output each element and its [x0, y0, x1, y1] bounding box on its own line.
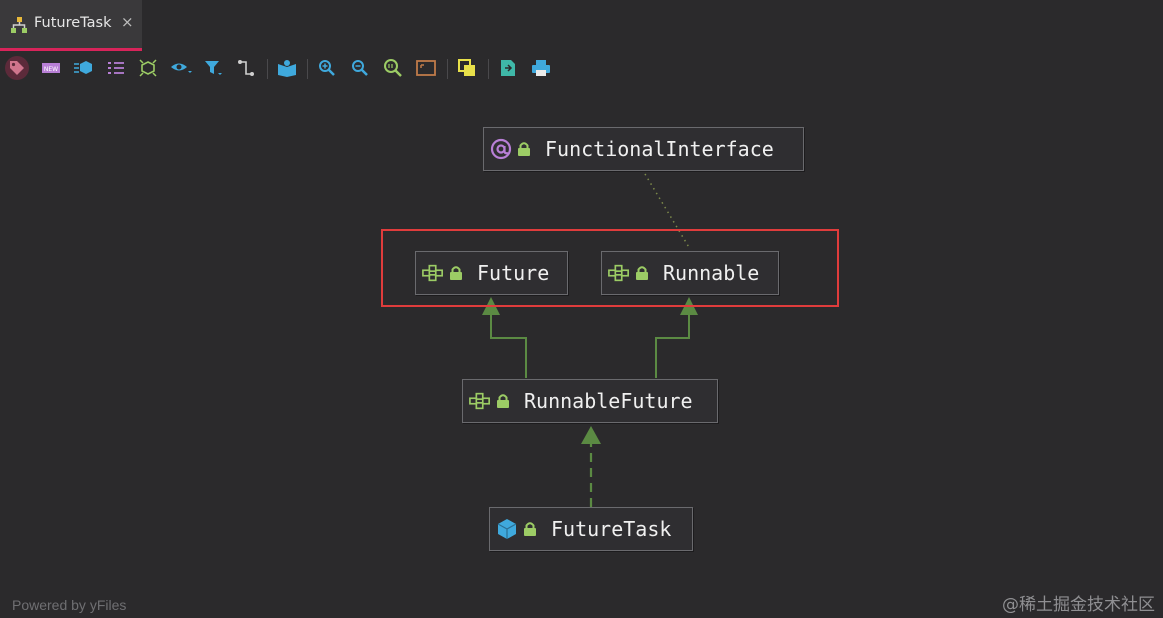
lock-icon: [517, 141, 531, 157]
class-list-icon[interactable]: [71, 56, 95, 80]
node-runnablefuture[interactable]: RunnableFuture: [462, 379, 718, 423]
node-runnable[interactable]: Runnable: [601, 251, 779, 295]
interface-icon: [422, 262, 444, 284]
interface-icon: [608, 262, 630, 284]
highlight-box: [381, 229, 839, 307]
node-label: RunnableFuture: [524, 389, 693, 413]
node-label: FutureTask: [551, 517, 672, 541]
annotation-icon: [490, 138, 512, 160]
export-icon[interactable]: [496, 56, 520, 80]
tab-label: FutureTask: [34, 15, 112, 31]
toolbar: NEW: [0, 52, 600, 84]
watermark: @稀土掘金技术社区: [1002, 595, 1155, 615]
close-icon[interactable]: ×: [121, 13, 134, 31]
eye-icon[interactable]: [169, 56, 193, 80]
lock-icon: [523, 521, 537, 537]
powered-by-label: Powered by yFiles: [12, 597, 127, 613]
structure-icon[interactable]: [136, 56, 160, 80]
hierarchy-icon: [10, 16, 28, 34]
zoom-in-icon[interactable]: [315, 56, 339, 80]
node-label: Future: [477, 261, 550, 285]
node-future[interactable]: Future: [415, 251, 568, 295]
zoom-out-icon[interactable]: [348, 56, 372, 80]
route-icon[interactable]: [234, 56, 258, 80]
tag-icon[interactable]: [5, 56, 29, 80]
node-label: Runnable: [663, 261, 760, 285]
arrowhead-runnablefuture: [581, 426, 601, 444]
class-icon: [496, 518, 518, 540]
node-functionalinterface[interactable]: FunctionalInterface: [483, 127, 804, 171]
edge-runnablefuture-future: [490, 314, 527, 378]
filter-icon[interactable]: [202, 56, 226, 80]
toolbar-separator: [488, 59, 489, 79]
interface-icon: [469, 390, 491, 412]
fit-window-icon[interactable]: [414, 56, 438, 80]
new-icon[interactable]: NEW: [39, 56, 63, 80]
print-icon[interactable]: [529, 56, 553, 80]
lock-icon: [496, 393, 510, 409]
copy-layout-icon[interactable]: [455, 56, 479, 80]
book-icon[interactable]: [275, 56, 299, 80]
toolbar-separator: [307, 59, 308, 79]
list-icon[interactable]: [104, 56, 128, 80]
node-futuretask[interactable]: FutureTask: [489, 507, 693, 551]
svg-text:NEW: NEW: [44, 66, 58, 73]
zoom-reset-icon[interactable]: [381, 56, 405, 80]
lock-icon: [635, 265, 649, 281]
tab-futuretask[interactable]: FutureTask ×: [0, 0, 142, 51]
lock-icon: [449, 265, 463, 281]
toolbar-separator: [267, 59, 268, 79]
toolbar-separator: [447, 59, 448, 79]
edge-runnablefuture-runnable: [655, 314, 690, 378]
edge-runnable-functionalinterface: [644, 173, 691, 250]
tab-bar: FutureTask ×: [0, 0, 1163, 52]
node-label: FunctionalInterface: [545, 137, 774, 161]
